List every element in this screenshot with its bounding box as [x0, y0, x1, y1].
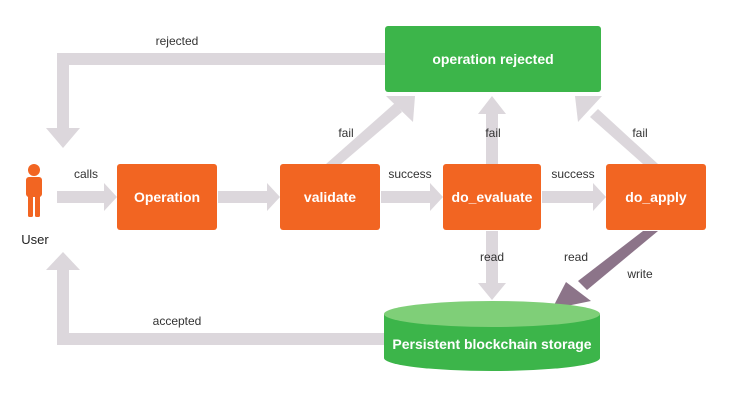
node-do-evaluate-label: do_evaluate	[452, 189, 533, 205]
edge-label-rejected: rejected	[156, 34, 199, 48]
node-validate-label: validate	[304, 189, 356, 205]
user-label: User	[21, 232, 49, 247]
edge-label-calls: calls	[74, 167, 98, 181]
node-operation-label: Operation	[134, 189, 200, 205]
operation-to-validate-arrow	[218, 183, 280, 211]
calls-arrow	[57, 183, 117, 211]
edge-label-read-apply: read	[564, 250, 588, 264]
evaluate-read-arrow	[478, 231, 506, 300]
node-operation-rejected: operation rejected	[385, 26, 601, 92]
validate-to-evaluate-arrow	[381, 183, 443, 211]
person-icon	[26, 164, 42, 217]
edge-label-success-validate: success	[388, 167, 431, 181]
user-actor: User	[21, 164, 49, 247]
edge-label-accepted: accepted	[153, 314, 202, 328]
apply-write-arrow	[552, 231, 658, 309]
evaluate-fail-arrow	[478, 96, 506, 164]
node-validate: validate	[280, 164, 380, 230]
rejected-arrow	[46, 53, 387, 148]
node-storage-label: Persistent blockchain storage	[392, 336, 591, 352]
node-rejected-label: operation rejected	[432, 51, 553, 67]
node-storage: Persistent blockchain storage	[384, 301, 600, 371]
node-do-apply: do_apply	[606, 164, 706, 230]
edge-label-success-evaluate: success	[551, 167, 594, 181]
evaluate-to-apply-arrow	[542, 183, 606, 211]
edge-label-fail-evaluate: fail	[485, 126, 500, 140]
node-do-evaluate: do_evaluate	[443, 164, 541, 230]
arrows	[46, 53, 658, 345]
accepted-arrow	[46, 252, 387, 345]
node-operation: Operation	[117, 164, 217, 230]
validate-fail-arrow	[326, 96, 415, 164]
node-do-apply-label: do_apply	[625, 189, 687, 205]
apply-fail-arrow	[575, 96, 658, 164]
edge-label-write-apply: write	[626, 267, 653, 281]
edge-label-fail-validate: fail	[338, 126, 353, 140]
edge-label-read-evaluate: read	[480, 250, 504, 264]
edge-label-fail-apply: fail	[632, 126, 647, 140]
